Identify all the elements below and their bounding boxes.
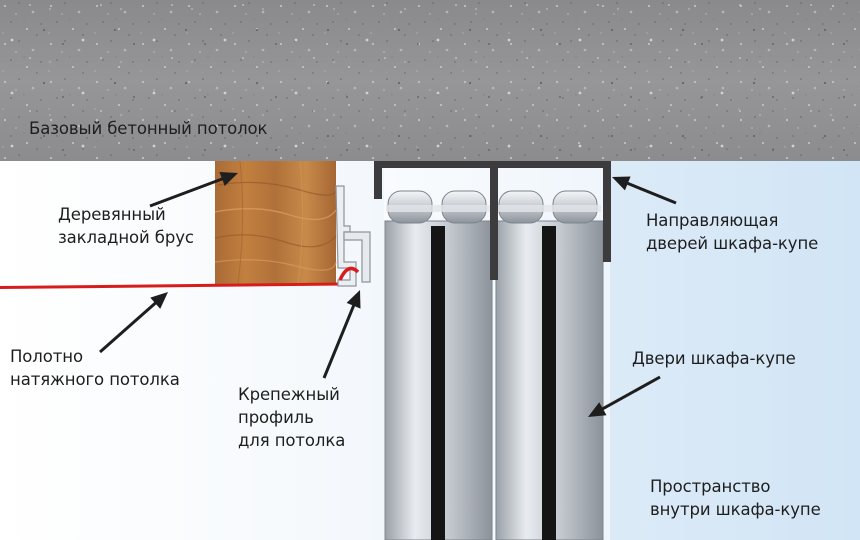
callout-arrows [99,171,677,417]
concrete-ceiling [0,0,860,161]
arrow-to-mounting-profile [322,290,361,379]
timber-beam [214,160,337,285]
arrow-to-wardrobe-doors [588,375,661,417]
stretch-ceiling-film [0,282,346,289]
door-rollers [386,190,601,224]
arrow-to-guide-rail [612,176,677,205]
wardrobe-door-guide-rail [374,161,611,280]
label-concrete-ceiling: Базовый бетонный потолок [29,119,268,138]
arrow-to-stretch-ceiling [99,292,168,354]
label-wardrobe-doors: Двери шкафа-купе [632,349,796,368]
ceiling-mounting-profile [335,185,371,287]
wardrobe-doors [384,220,604,540]
arrow-to-timber-beam [149,171,238,208]
